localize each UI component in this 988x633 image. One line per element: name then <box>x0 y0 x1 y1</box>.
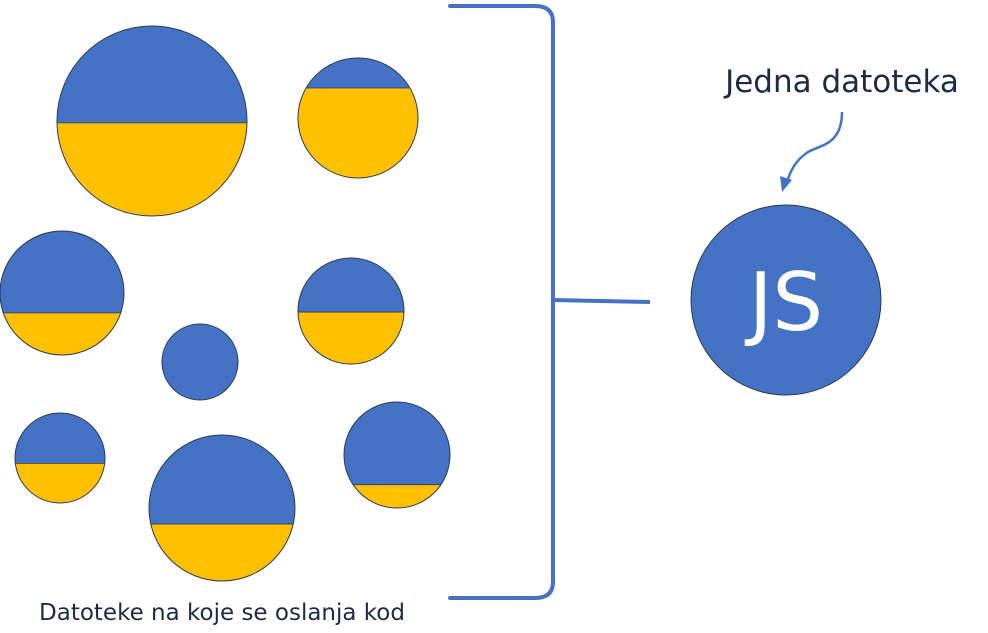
dependency-file-2 <box>297 57 419 179</box>
file-yellow-part <box>0 312 124 355</box>
dependencies-label: Datoteke na koje se oslanja kod <box>39 600 405 626</box>
file-outline <box>297 257 405 365</box>
file-outline <box>343 401 451 509</box>
dependency-file-3 <box>0 230 125 356</box>
file-yellow-part <box>149 524 295 581</box>
dependency-file-5 <box>161 323 239 401</box>
file-outline <box>14 412 106 504</box>
file-blue-part <box>57 26 247 123</box>
label-pointer-arrow <box>784 111 844 187</box>
grouping-bracket <box>448 4 555 600</box>
dependency-file-1 <box>56 25 248 217</box>
file-outline <box>161 323 239 401</box>
file-yellow-part <box>15 463 105 503</box>
file-outline <box>56 25 248 217</box>
arrow-head-icon <box>780 176 792 192</box>
file-blue-part <box>15 413 105 464</box>
file-blue-part <box>149 435 295 525</box>
file-yellow-part <box>298 312 404 364</box>
file-blue-part <box>162 324 238 400</box>
dependency-files-group <box>0 25 451 582</box>
file-yellow-part <box>298 88 418 178</box>
dependency-file-6 <box>14 412 106 504</box>
file-yellow-part <box>57 122 247 216</box>
single-file-label: Jedna datoteka <box>723 64 959 100</box>
bundle-js-circle <box>690 204 882 396</box>
file-blue-part <box>298 58 418 88</box>
dependency-file-8 <box>148 434 296 582</box>
file-blue-part <box>0 231 124 313</box>
file-blue-part <box>298 258 404 313</box>
file-outline <box>148 434 296 582</box>
dependency-file-7 <box>343 401 451 509</box>
file-blue-part <box>344 402 450 485</box>
file-outline <box>0 230 125 356</box>
file-yellow-part <box>344 484 450 508</box>
file-outline <box>297 57 419 179</box>
bracket-connector-line <box>552 298 651 304</box>
dependency-file-4 <box>297 257 405 365</box>
bundle-js-logo: JS <box>744 256 823 349</box>
